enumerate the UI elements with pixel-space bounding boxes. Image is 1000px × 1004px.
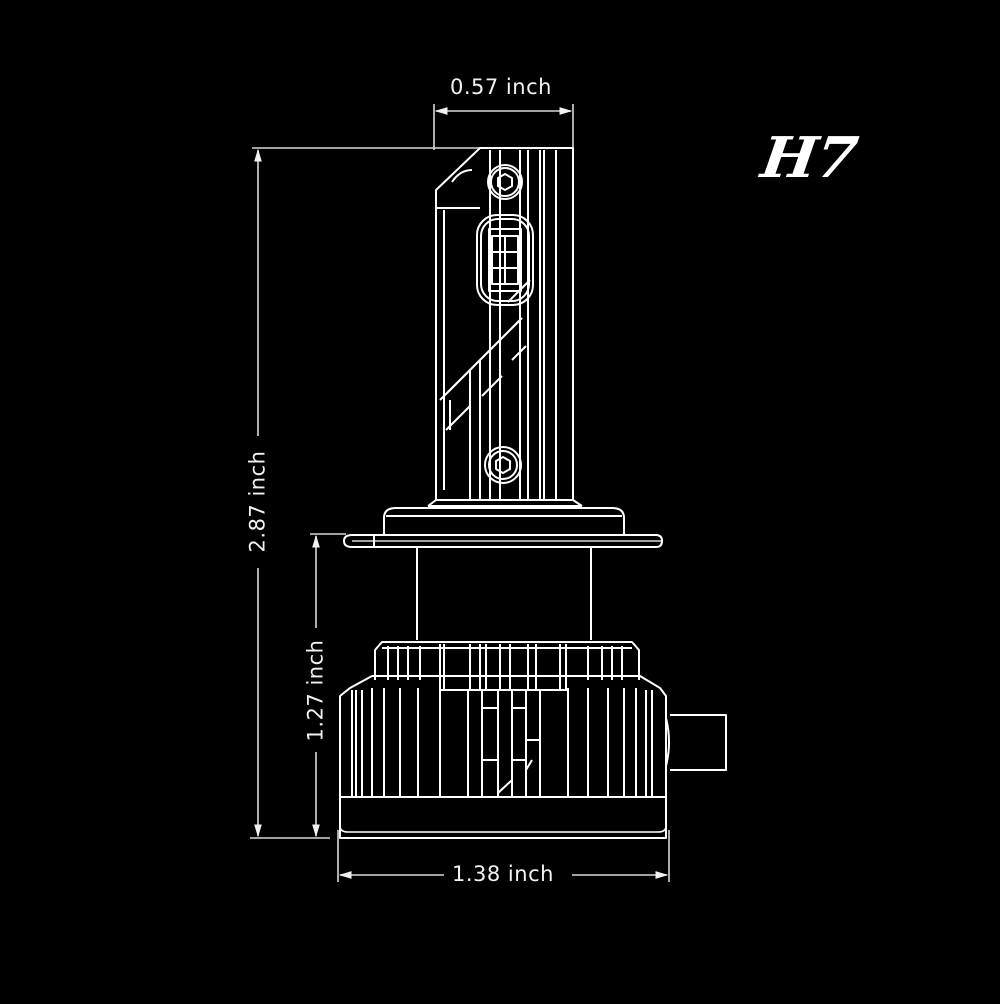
base-plate (339, 796, 667, 839)
bulb-collar (343, 507, 663, 548)
base-width-label: 1.38 inch (452, 862, 554, 886)
total-height-label: 2.87 inch (246, 446, 270, 557)
heatsink-upper (374, 641, 640, 690)
model-title: H7 (757, 125, 861, 191)
head-width-label: 0.57 inch (450, 75, 552, 99)
led-head (427, 147, 583, 507)
connector-stub (665, 714, 727, 771)
heatsink-main (339, 675, 667, 797)
base-height-label: 1.27 inch (304, 635, 328, 746)
dimension-lines (250, 104, 670, 882)
bulb-line-art (339, 147, 727, 839)
